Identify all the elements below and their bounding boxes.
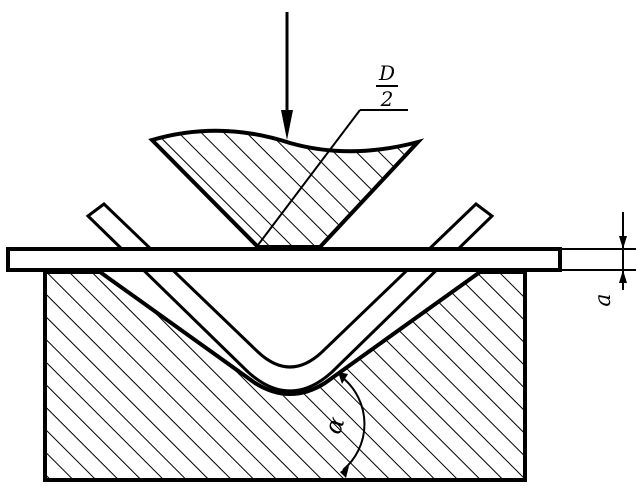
specimen-plate	[6, 247, 562, 272]
punch-radius-denominator: 2	[380, 87, 394, 111]
thickness-dimension	[560, 212, 636, 290]
bent-specimen	[85, 202, 495, 393]
radius-leader	[257, 85, 408, 246]
punch-radius-numerator: D	[378, 61, 395, 85]
force-arrow	[281, 12, 293, 140]
punch	[148, 128, 425, 249]
angle-indicator	[338, 372, 366, 478]
thickness-label: a	[591, 293, 616, 306]
